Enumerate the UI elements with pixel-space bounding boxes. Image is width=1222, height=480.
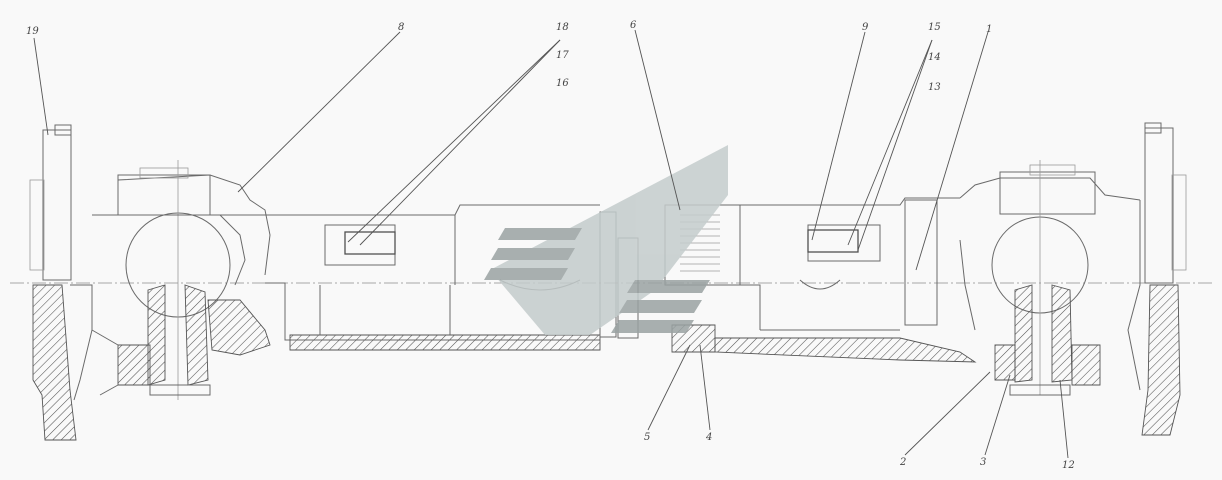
right-steering-knuckle — [959, 160, 1141, 396]
callout-label: 6 — [630, 20, 637, 31]
callout-label: 4 — [705, 432, 712, 443]
callout-label: 2 — [899, 457, 906, 468]
axle-beam-left — [92, 204, 601, 351]
callout-label: 12 — [1062, 460, 1075, 471]
callout-label: 18 — [556, 22, 569, 33]
left-steering-knuckle — [91, 160, 271, 400]
callout-label: 13 — [928, 82, 941, 93]
stylized-flag-logo-icon — [484, 145, 728, 335]
callout-label: 1 — [986, 24, 992, 35]
callout-labels: 19 8 18 17 16 6 9 15 14 13 1 5 4 2 3 12 — [26, 20, 1075, 471]
callout-label: 16 — [556, 78, 569, 89]
callout-label: 17 — [556, 50, 569, 61]
axle-beam-right — [714, 197, 977, 363]
callout-label: 8 — [398, 22, 404, 33]
callout-label: 19 — [26, 26, 39, 37]
callout-label: 9 — [862, 22, 869, 33]
callout-label: 3 — [980, 457, 986, 468]
callout-label: 15 — [928, 22, 941, 33]
leader-lines — [33, 29, 1069, 459]
callout-label: 5 — [644, 432, 650, 443]
left-wheel-hub — [29, 124, 93, 441]
right-wheel-hub — [1127, 122, 1187, 436]
callout-label: 14 — [928, 52, 941, 63]
